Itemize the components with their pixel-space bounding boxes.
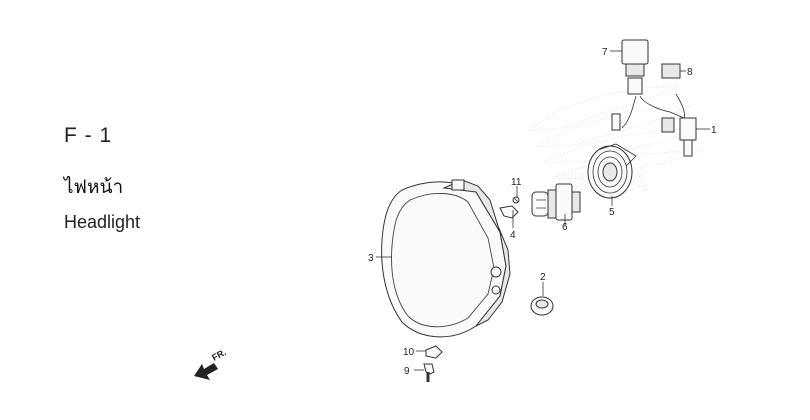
callout-8: 8 <box>687 67 693 78</box>
callout-10: 10 <box>403 347 415 358</box>
rubber-cap <box>530 296 554 316</box>
section-code: F - 1 <box>64 124 113 147</box>
headlight-bulb <box>531 183 581 221</box>
callout-4: 4 <box>510 230 516 241</box>
section-title-english: Headlight <box>64 212 141 232</box>
callout-5: 5 <box>609 207 615 218</box>
headlight-unit <box>381 179 511 338</box>
callout-11: 11 <box>511 177 522 188</box>
callout-2: 2 <box>540 272 546 283</box>
callout-3: 3 <box>368 253 374 264</box>
arrow-icon <box>194 363 218 380</box>
callout-9: 9 <box>404 366 410 377</box>
relay-unit <box>621 39 649 95</box>
bulb-clip <box>499 205 519 219</box>
wire-harness <box>611 93 697 157</box>
clip-nut <box>425 345 443 359</box>
callout-6: 6 <box>562 222 568 233</box>
dust-cover <box>587 143 637 199</box>
callout-7: 7 <box>602 47 608 58</box>
leader-lines <box>376 50 710 371</box>
section-title-thai: ไฟหน้า <box>64 176 124 198</box>
front-label: FR. <box>210 347 227 363</box>
callout-1: 1 <box>711 125 717 136</box>
front-direction-arrow: FR. <box>194 347 228 380</box>
small-screw <box>512 196 520 204</box>
mounting-bolt <box>423 363 435 382</box>
small-relay <box>661 63 681 79</box>
